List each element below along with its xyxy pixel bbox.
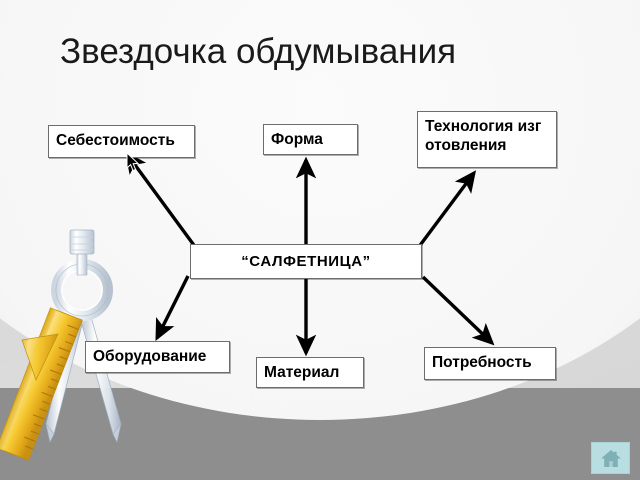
node-potrebnost-label: Потребность <box>432 354 532 371</box>
node-oborudovanie-label: Оборудование <box>93 348 207 365</box>
home-button[interactable] <box>591 442 630 474</box>
node-center-salfetnica[interactable]: “САЛФЕТНИЦА” <box>190 244 422 279</box>
node-oborudovanie[interactable]: Оборудование <box>85 341 230 373</box>
node-sebestoimost-label: Себестоимость <box>56 132 175 149</box>
node-material[interactable]: Материал <box>256 357 364 388</box>
home-icon <box>600 449 621 467</box>
node-tehnologiya-label: Технология изготовления <box>425 118 542 154</box>
node-material-label: Материал <box>264 364 340 381</box>
node-tehnologiya[interactable]: Технология изготовления <box>417 111 557 168</box>
compass-and-ruler-clipart <box>0 229 122 461</box>
slide-title: Звездочка обдумывания <box>60 32 457 71</box>
node-forma[interactable]: Форма <box>263 124 358 155</box>
node-sebestoimost[interactable]: Себестоимость <box>48 125 195 158</box>
node-forma-label: Форма <box>271 131 323 148</box>
mouse-cursor <box>126 152 140 172</box>
node-center-label: “САЛФЕТНИЦА” <box>241 253 371 270</box>
node-potrebnost[interactable]: Потребность <box>424 347 556 380</box>
